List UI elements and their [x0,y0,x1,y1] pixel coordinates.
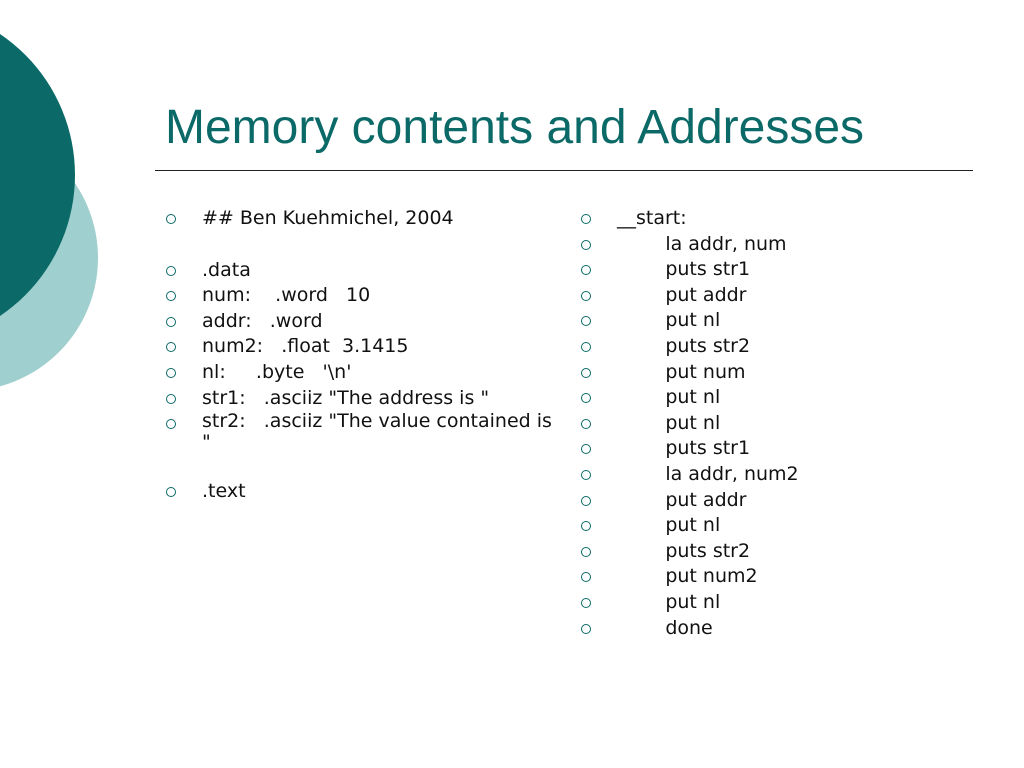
right-bullet-list: __start: la addr, num puts str1 put addr… [578,206,978,641]
list-item: addr: .word [163,309,553,335]
list-item: puts str2 [578,334,978,360]
list-item: put nl [578,385,978,411]
hollow-circle-bullet-icon [581,597,591,608]
list-item: str1: .asciiz "The address is " [163,386,553,412]
list-item: .text [163,479,553,505]
list-item: put addr [578,488,978,514]
hollow-circle-bullet-icon [581,418,591,429]
list-item: str2: .asciiz "The value contained is " [163,411,553,453]
hollow-circle-bullet-icon [581,444,591,455]
hollow-circle-bullet-icon [166,393,176,404]
hollow-circle-bullet-icon [166,214,176,224]
list-item: la addr, num2 [578,462,978,488]
hollow-circle-bullet-icon [581,469,591,480]
list-item: .data [163,258,553,284]
hollow-circle-bullet-icon [166,487,176,498]
list-item: put num [578,360,978,386]
hollow-circle-bullet-icon [581,290,591,301]
list-item: put nl [578,411,978,437]
hollow-circle-bullet-icon [581,265,591,276]
hollow-circle-bullet-icon [581,572,591,583]
hollow-circle-bullet-icon [166,342,176,353]
hollow-circle-bullet-icon [166,367,176,378]
list-item: la addr, num [578,232,978,258]
hollow-circle-bullet-icon [166,316,176,327]
list-item: puts str2 [578,539,978,565]
hollow-circle-bullet-icon [581,495,591,506]
hollow-circle-bullet-icon [166,291,176,302]
hollow-circle-bullet-icon [581,393,591,404]
list-item: num2: .float 3.1415 [163,334,553,360]
hollow-circle-bullet-icon [581,214,591,224]
list-item: ## Ben Kuehmichel, 2004 [163,206,553,232]
hollow-circle-bullet-icon [581,623,591,634]
dark-teal-circle [0,34,75,316]
list-item: put nl [578,308,978,334]
list-item: __start: [578,206,978,232]
left-bullet-list: ## Ben Kuehmichel, 2004 .data num: .word… [163,206,553,505]
hollow-circle-bullet-icon [166,265,176,276]
hollow-circle-bullet-icon [581,546,591,557]
list-item: put nl [578,590,978,616]
hollow-circle-bullet-icon [581,521,591,532]
hollow-circle-bullet-icon [581,239,591,250]
list-item: puts str1 [578,436,978,462]
hollow-circle-bullet-icon [166,419,176,430]
list-item: num: .word 10 [163,283,553,309]
hollow-circle-bullet-icon [581,367,591,378]
list-item: put addr [578,283,978,309]
list-item: put nl [578,513,978,539]
hollow-circle-bullet-icon [581,316,591,327]
list-item: put num2 [578,564,978,590]
hollow-circle-bullet-icon [581,341,591,352]
list-item: nl: .byte '\n' [163,360,553,386]
decorative-circles [0,34,98,387]
slide-title: Memory contents and Addresses [165,101,865,154]
title-divider [155,170,973,171]
list-item: puts str1 [578,257,978,283]
list-item: done [578,616,978,642]
